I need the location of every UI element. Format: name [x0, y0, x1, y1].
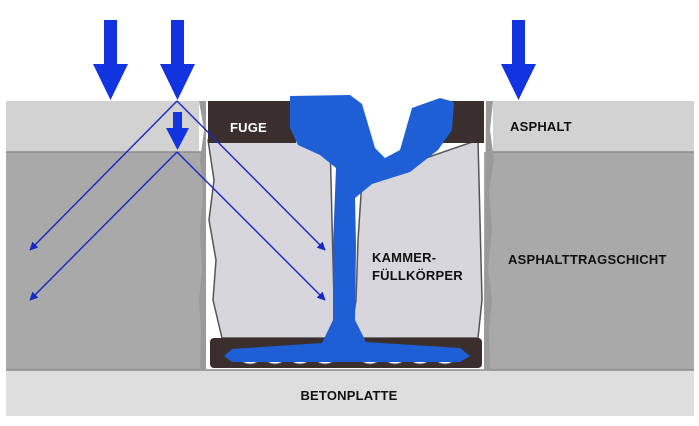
ray-mid-left [29, 151, 178, 301]
ray-top-left [29, 100, 178, 251]
concrete-slab-layer [6, 370, 694, 416]
label-betonplatte: BETONPLATTE [300, 388, 397, 403]
channel-wall-right [484, 101, 494, 370]
ray-top-right [176, 100, 326, 251]
load-arrow-3 [501, 20, 536, 100]
joint-fill-left [208, 101, 296, 143]
base-course-layer-left [6, 152, 206, 370]
channel-wall-left [199, 101, 206, 370]
label-asphalttragschicht: ASPHALTTRAGSCHICHT [508, 252, 667, 267]
asphalt-layer-left [6, 101, 199, 152]
base-course-layer-right [484, 152, 694, 370]
label-kammer-line1: KAMMER- [372, 250, 436, 265]
chamber-filler-left [207, 139, 341, 339]
asphalt-layer-right [493, 101, 694, 152]
load-arrow-2 [160, 20, 195, 100]
load-arrow-small [166, 112, 189, 150]
ray-mid-right [176, 151, 326, 301]
grooved-rail [224, 95, 470, 362]
load-distribution-rays [29, 100, 326, 301]
label-asphalt: ASPHALT [510, 119, 572, 134]
load-arrow-1 [93, 20, 128, 100]
label-kammer-line2: FÜLLKÖRPER [372, 268, 463, 283]
label-fuge: FUGE [230, 120, 267, 135]
